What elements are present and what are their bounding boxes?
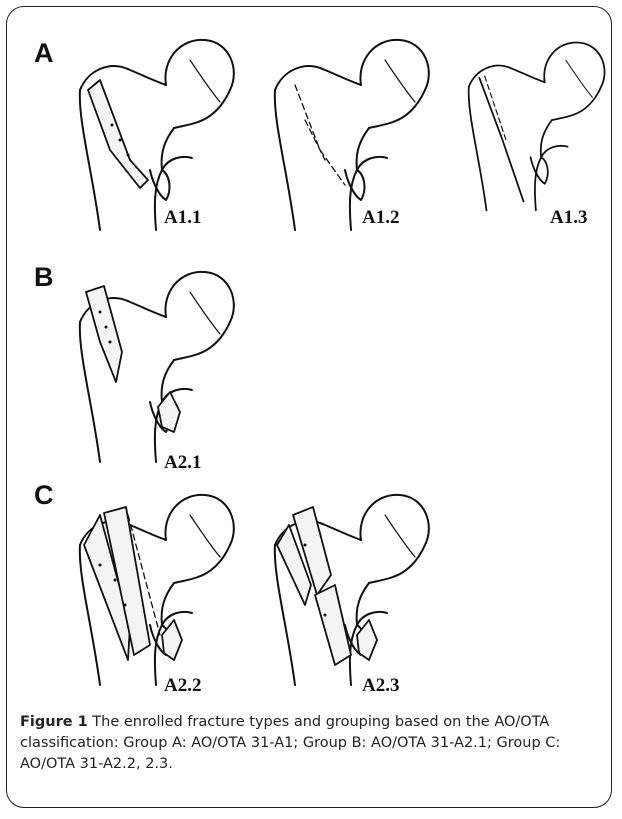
label-a2-1: A2.1: [164, 452, 201, 474]
panel-label-b: B: [34, 262, 54, 293]
femur-a1-3-drawing: [460, 22, 610, 222]
label-a2-3: A2.3: [362, 675, 399, 697]
label-a1-1: A1.1: [164, 207, 201, 229]
figure-caption: Figure 1 The enrolled fracture types and…: [20, 712, 605, 775]
femur-a2-1-drawing: [70, 262, 240, 462]
caption-text: The enrolled fracture types and grouping…: [20, 714, 560, 772]
label-a1-2: A1.2: [362, 207, 399, 229]
panel-label-c: C: [34, 480, 54, 511]
femur-a2-2-drawing: [70, 485, 240, 685]
femur-a2-3-drawing: [265, 485, 435, 685]
panel-label-a: A: [34, 38, 54, 69]
caption-title: Figure 1: [20, 714, 88, 730]
femur-a1-1-drawing: [70, 30, 240, 230]
label-a1-3: A1.3: [550, 207, 587, 229]
femur-a1-2-drawing: [265, 30, 435, 230]
label-a2-2: A2.2: [164, 675, 201, 697]
